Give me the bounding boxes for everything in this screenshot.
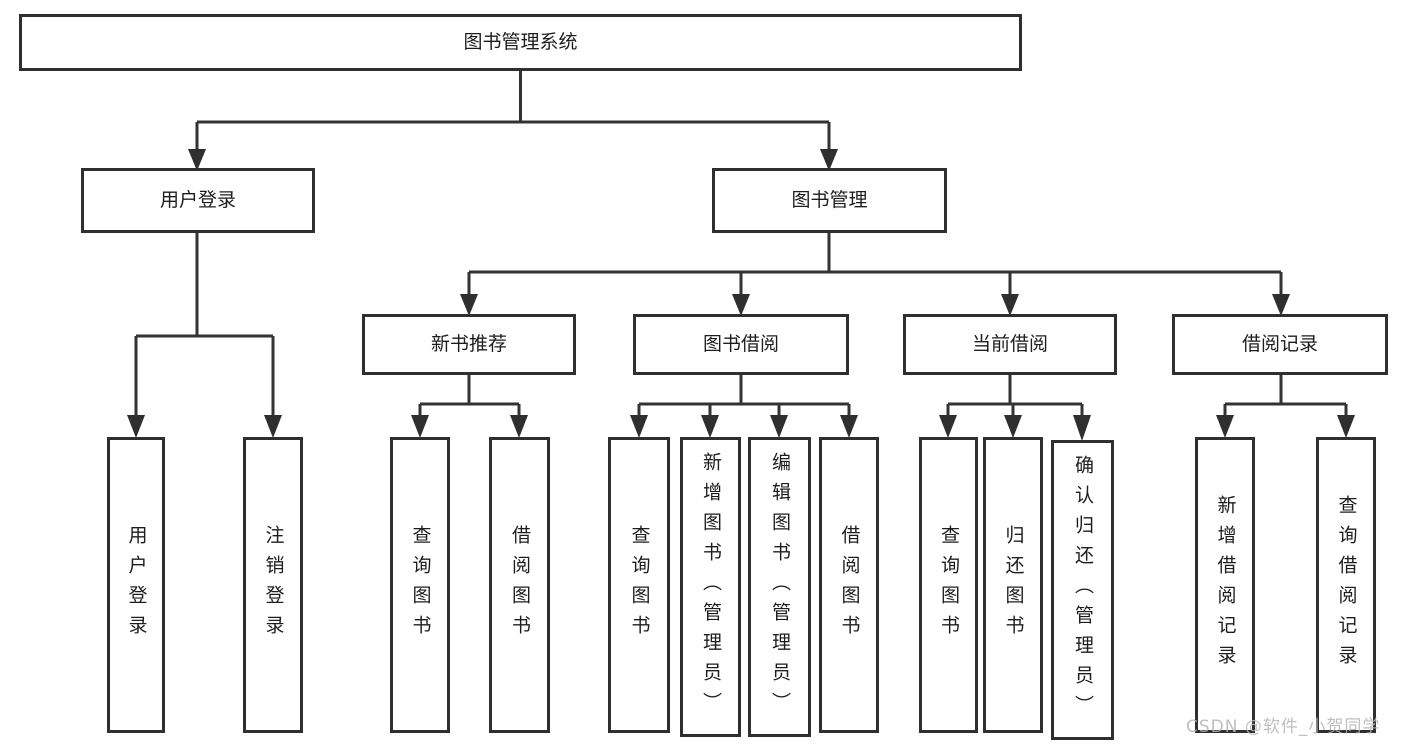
node-book-borrow-label: 图书借阅: [702, 333, 779, 356]
leaf-borrow-books: 借阅图书: [819, 437, 879, 733]
leaf-add-borrow-record-label: 新增借阅记录: [1214, 495, 1237, 675]
node-new-book-recommend-label: 新书推荐: [430, 333, 507, 356]
node-book-management-label: 图书管理: [791, 189, 868, 212]
leaf-query-books-current-label: 查询图书: [938, 525, 960, 645]
leaf-logout: 注销登录: [243, 437, 303, 733]
node-root-label: 图书管理系统: [463, 31, 578, 54]
node-borrow-records-label: 借阅记录: [1241, 333, 1318, 356]
node-borrow-records: 借阅记录: [1172, 314, 1388, 375]
leaf-add-books-admin-label: 新增图书（管理员）: [700, 452, 722, 722]
node-user-login-label: 用户登录: [159, 189, 236, 212]
node-book-borrow: 图书借阅: [633, 314, 849, 375]
leaf-user-login: 用户登录: [107, 437, 165, 733]
leaf-confirm-return-admin-label: 确认归还（管理员）: [1072, 455, 1094, 725]
leaf-borrow-books-recommend-label: 借阅图书: [509, 525, 531, 645]
node-current-borrow-label: 当前借阅: [971, 333, 1048, 356]
leaf-return-books: 归还图书: [983, 437, 1043, 733]
leaf-confirm-return-admin: 确认归还（管理员）: [1051, 440, 1114, 740]
leaf-logout-label: 注销登录: [262, 525, 285, 645]
node-new-book-recommend: 新书推荐: [362, 314, 576, 375]
node-user-login: 用户登录: [81, 168, 315, 233]
node-book-management: 图书管理: [712, 168, 947, 233]
leaf-add-books-admin: 新增图书（管理员）: [680, 437, 741, 737]
node-root: 图书管理系统: [19, 14, 1022, 71]
leaf-add-borrow-record: 新增借阅记录: [1195, 437, 1255, 733]
leaf-query-borrow-record-label: 查询借阅记录: [1335, 495, 1358, 675]
leaf-edit-books-admin: 编辑图书（管理员）: [748, 437, 811, 737]
leaf-query-books-current: 查询图书: [919, 437, 978, 733]
leaf-borrow-books-label: 借阅图书: [838, 525, 861, 645]
leaf-query-books-borrow: 查询图书: [608, 437, 670, 733]
leaf-return-books-label: 归还图书: [1002, 525, 1025, 645]
leaf-query-books-borrow-label: 查询图书: [628, 525, 651, 645]
leaf-query-books-recommend: 查询图书: [390, 437, 450, 733]
csdn-watermark: CSDN @软件_小贺同学: [1186, 717, 1381, 737]
leaf-edit-books-admin-label: 编辑图书（管理员）: [769, 452, 791, 722]
leaf-borrow-books-recommend: 借阅图书: [489, 437, 550, 733]
leaf-query-borrow-record: 查询借阅记录: [1316, 437, 1376, 733]
node-current-borrow: 当前借阅: [903, 314, 1117, 375]
leaf-query-books-recommend-label: 查询图书: [409, 525, 432, 645]
leaf-user-login-label: 用户登录: [125, 525, 148, 645]
